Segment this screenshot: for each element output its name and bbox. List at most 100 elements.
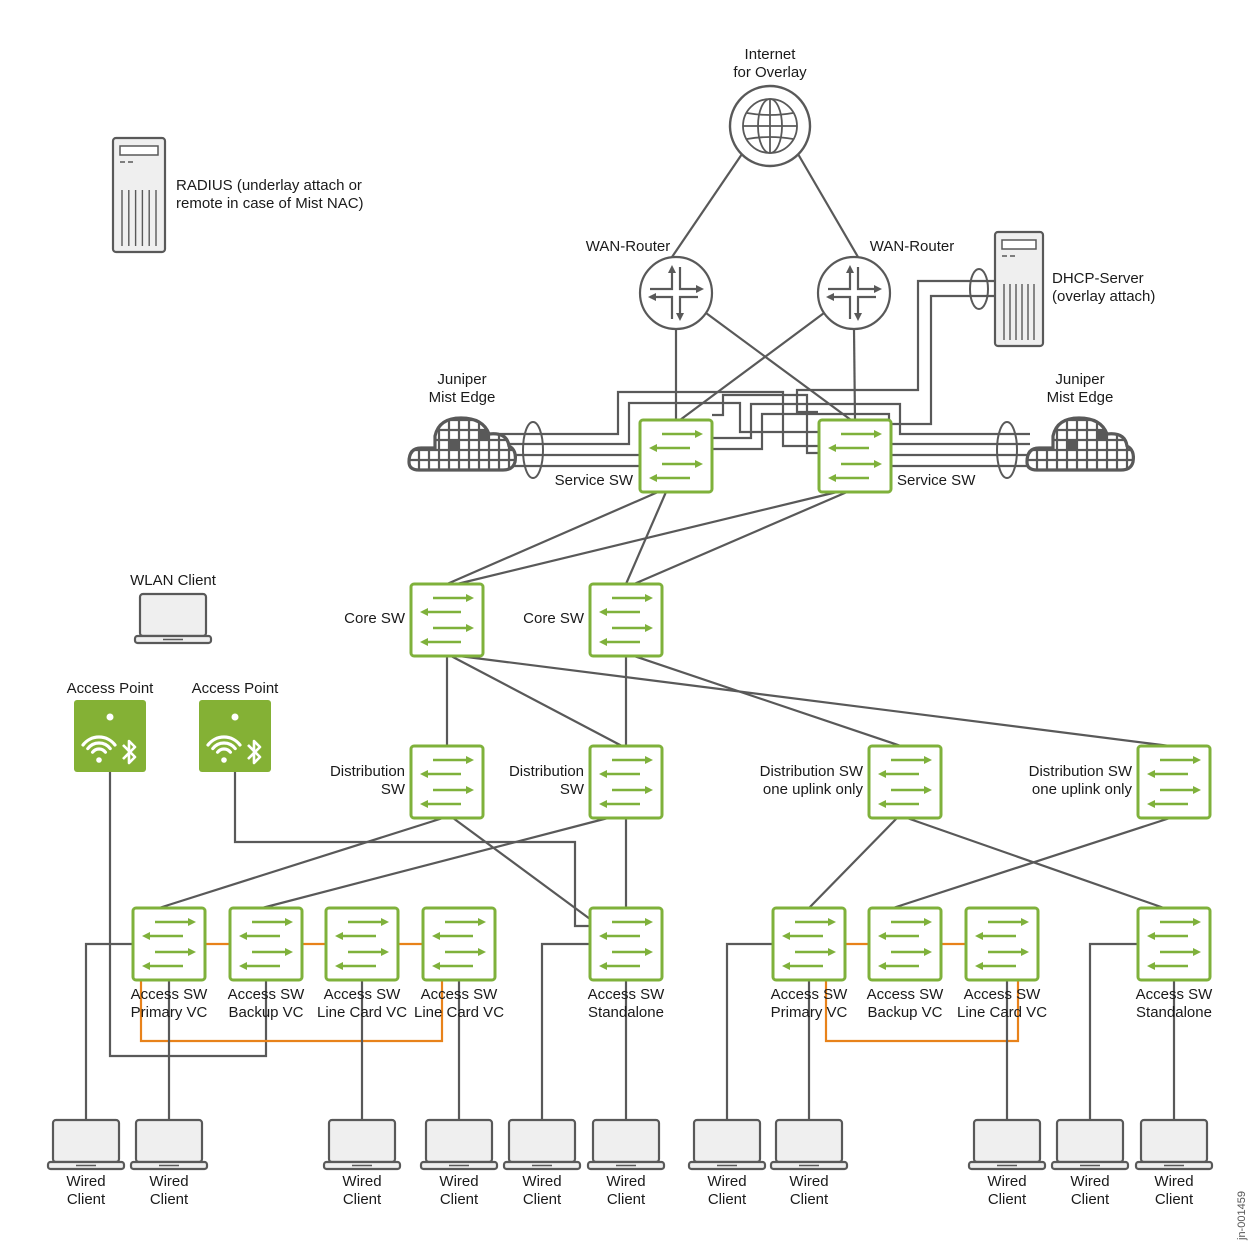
core-switch-1[interactable] bbox=[409, 582, 485, 658]
switch-body bbox=[409, 582, 485, 658]
switch-body bbox=[867, 744, 943, 820]
wifi-icon bbox=[91, 747, 107, 754]
arrow-head-icon bbox=[854, 313, 862, 321]
service-switch-2[interactable] bbox=[817, 418, 893, 494]
distribution-switch-3[interactable] bbox=[867, 744, 943, 820]
arrow-head-icon bbox=[466, 786, 474, 794]
core-switch-2[interactable] bbox=[588, 582, 664, 658]
arrow-head-icon bbox=[874, 460, 882, 468]
arrow-head-icon bbox=[975, 932, 983, 940]
mist-edge-2-label-line: Juniper bbox=[1055, 371, 1105, 388]
link-mistedge1-svc2 bbox=[500, 390, 818, 448]
vc-ring-link bbox=[139, 980, 444, 1043]
wired-client-1-label-line: Client bbox=[66, 1191, 106, 1208]
access-point-2[interactable] bbox=[199, 700, 271, 772]
link-dist3-acc6 bbox=[808, 817, 898, 909]
link-svc1-mistedge2 bbox=[712, 412, 1030, 451]
arrow-head-icon bbox=[874, 285, 882, 293]
wlan-client-label-line: WLAN Client bbox=[130, 572, 216, 589]
access-switch-9[interactable] bbox=[1136, 906, 1212, 982]
wired-client-10-label-line: Client bbox=[1070, 1191, 1110, 1208]
switch-body bbox=[588, 582, 664, 658]
access-switch-6[interactable] bbox=[771, 906, 847, 982]
access-switch-2-label-line: Access SW bbox=[227, 986, 305, 1003]
wired-client-laptop-icon-11 bbox=[1134, 1118, 1214, 1171]
distribution-switch-4[interactable] bbox=[1136, 744, 1212, 820]
arrow-head-icon bbox=[878, 962, 886, 970]
access-switch-4[interactable] bbox=[421, 906, 497, 982]
arrow-head-icon bbox=[188, 948, 196, 956]
distribution-switch-3-label-line: Distribution SW bbox=[759, 763, 863, 780]
arrow-head-icon bbox=[975, 962, 983, 970]
internet-globe-icon[interactable] bbox=[728, 84, 812, 168]
access-switch-5[interactable] bbox=[588, 906, 664, 982]
globe-parallel bbox=[746, 136, 794, 140]
link-dist1-acc1 bbox=[158, 816, 444, 910]
access-switch-8[interactable] bbox=[964, 906, 1040, 982]
arrow-head-icon bbox=[478, 948, 486, 956]
arrow-head-icon bbox=[645, 756, 653, 764]
arrow-head-icon bbox=[1193, 786, 1201, 794]
mist-edge-outline bbox=[1025, 416, 1135, 472]
link-svc-dhcp bbox=[795, 279, 995, 414]
access-switch-3[interactable] bbox=[324, 906, 400, 982]
wan-router-2[interactable] bbox=[816, 255, 892, 331]
switch-body bbox=[1136, 744, 1212, 820]
links-layer bbox=[84, 153, 1176, 1120]
access-switch-7[interactable] bbox=[867, 906, 943, 982]
wan-router-1[interactable] bbox=[638, 255, 714, 331]
mist-edge-1-label-line: Mist Edge bbox=[428, 389, 496, 406]
server-body bbox=[993, 230, 1045, 348]
router-arrow bbox=[856, 295, 876, 315]
arrow-head-icon bbox=[782, 962, 790, 970]
wired-client-2-label-line: Wired bbox=[149, 1173, 189, 1190]
wired-client-laptop-icon-1 bbox=[46, 1118, 126, 1171]
wired-client-9-label-line: Wired bbox=[987, 1173, 1027, 1190]
switch-body bbox=[964, 906, 1040, 982]
access-switch-2[interactable] bbox=[228, 906, 304, 982]
laptop-screen bbox=[972, 1118, 1042, 1164]
arrow-head-icon bbox=[478, 918, 486, 926]
access-switch-1[interactable] bbox=[131, 906, 207, 982]
mist-edge-2 bbox=[1025, 416, 1135, 472]
service-switch-1-label: Service SW bbox=[555, 472, 633, 490]
server-display bbox=[1001, 239, 1037, 250]
wan-router-2-label-line: WAN-Router bbox=[869, 238, 955, 255]
arrow-head-icon bbox=[878, 932, 886, 940]
service-switch-1[interactable] bbox=[638, 418, 714, 494]
access-switch-6-label-line: Access SW bbox=[770, 986, 848, 1003]
bluetooth-icon bbox=[122, 739, 137, 765]
arrow-head-icon bbox=[599, 638, 607, 646]
radius-server-label-line: RADIUS (underlay attach or bbox=[176, 177, 362, 194]
laptop-screen bbox=[1055, 1118, 1125, 1164]
distribution-switch-3-label-line: one uplink only bbox=[762, 781, 863, 798]
arrow-head-icon bbox=[335, 962, 343, 970]
arrow-head-icon bbox=[828, 444, 836, 452]
access-switch-8-label-line: Access SW bbox=[963, 986, 1041, 1003]
access-switch-3-label-line: Access SW bbox=[323, 986, 401, 1003]
access-switch-4-label-line: Access SW bbox=[420, 986, 498, 1003]
wan-router-1-label-line: WAN-Router bbox=[585, 238, 671, 255]
distribution-switch-1[interactable] bbox=[409, 744, 485, 820]
lag-bundle-icon bbox=[969, 268, 989, 310]
arrow-head-icon bbox=[381, 948, 389, 956]
distribution-switch-2[interactable] bbox=[588, 744, 664, 820]
switch-body bbox=[771, 906, 847, 982]
access-point-1[interactable] bbox=[74, 700, 146, 772]
globe-parallel bbox=[746, 112, 794, 116]
link-ap1-acc2 bbox=[108, 772, 268, 1058]
arrow-head-icon bbox=[676, 313, 684, 321]
wifi-icon bbox=[221, 757, 227, 763]
arrow-head-icon bbox=[432, 932, 440, 940]
arrow-head-icon bbox=[381, 918, 389, 926]
arrow-head-icon bbox=[924, 948, 932, 956]
laptop-screen bbox=[507, 1118, 577, 1164]
